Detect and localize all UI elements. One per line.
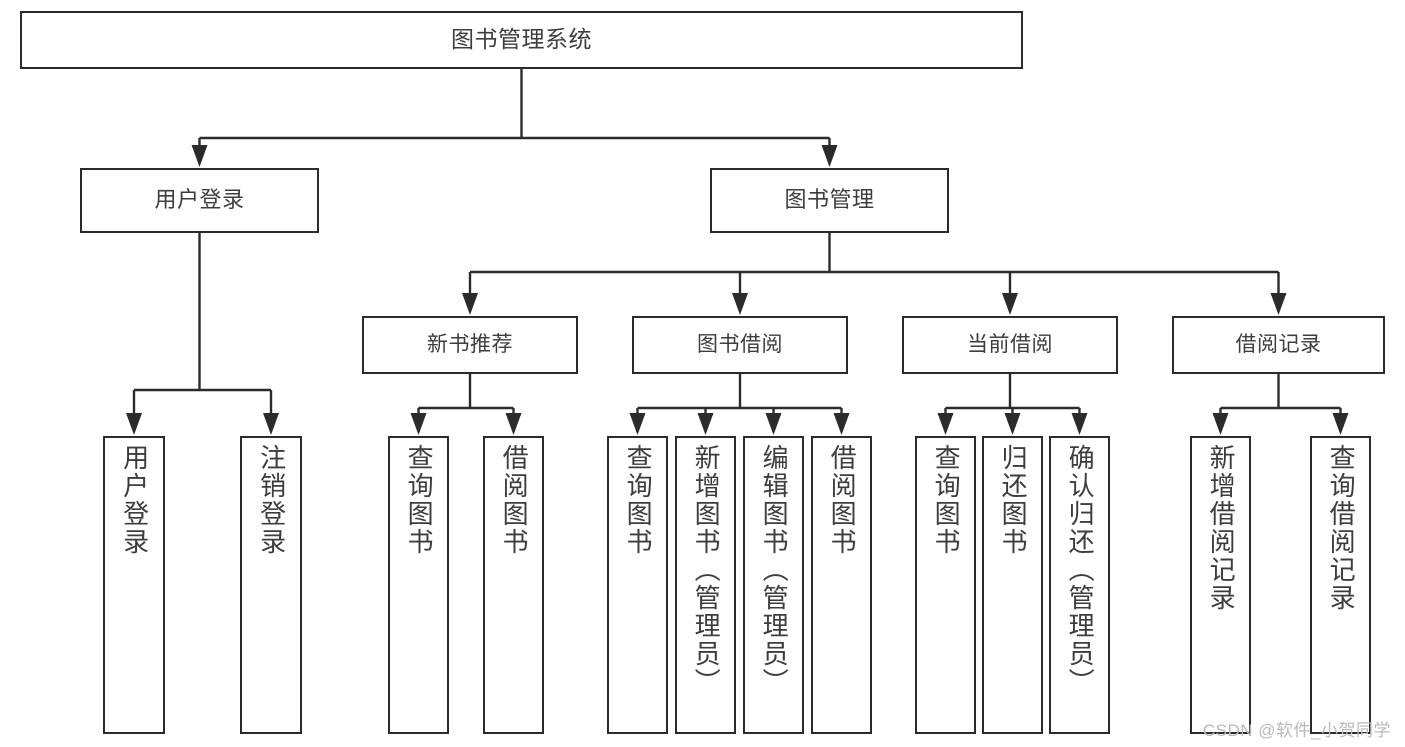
node-label-book-manage: 图书管理 — [784, 187, 875, 213]
node-leaf-edit-book[interactable]: 编辑图书（管理员） — [743, 436, 804, 734]
node-label-borrow-record: 借阅记录 — [1235, 333, 1322, 357]
arrow-head-icon — [505, 413, 522, 435]
node-label-user-login: 用户登录 — [154, 187, 245, 213]
arrow-head-icon — [1004, 413, 1021, 435]
node-label-leaf-add-book: 新增图书（管理员） — [691, 444, 722, 696]
node-label-leaf-query-borrow-record: 查询借阅记录 — [1326, 444, 1357, 612]
arrow-head-icon — [462, 293, 478, 315]
node-current-borrow[interactable]: 当前借阅 — [902, 316, 1118, 374]
node-label-leaf-confirm-return: 确认归还（管理员） — [1065, 444, 1096, 696]
node-new-book-recommend[interactable]: 新书推荐 — [362, 316, 578, 374]
node-leaf-logout[interactable]: 注销登录 — [240, 436, 302, 734]
node-borrow-record[interactable]: 借阅记录 — [1172, 316, 1385, 374]
arrow-head-icon — [765, 413, 782, 435]
arrow-head-icon — [697, 413, 714, 435]
node-label-book-borrow: 图书借阅 — [697, 333, 783, 357]
node-leaf-confirm-return[interactable]: 确认归还（管理员） — [1049, 436, 1110, 734]
node-leaf-query-book-recommend[interactable]: 查询图书 — [388, 436, 449, 734]
node-label-leaf-edit-book: 编辑图书（管理员） — [759, 444, 790, 696]
arrow-head-icon — [833, 413, 850, 435]
node-leaf-borrow-book-recommend[interactable]: 借阅图书 — [483, 436, 544, 734]
node-label-leaf-logout: 注销登录 — [256, 444, 287, 556]
node-leaf-borrow-book[interactable]: 借阅图书 — [811, 436, 872, 734]
arrow-head-icon — [263, 413, 279, 435]
arrow-head-icon — [732, 293, 748, 315]
node-leaf-query-book-current[interactable]: 查询图书 — [915, 436, 976, 734]
node-label-leaf-query-book-current: 查询图书 — [931, 444, 962, 556]
node-user-login[interactable]: 用户登录 — [80, 168, 319, 233]
node-label-leaf-return-book: 归还图书 — [998, 444, 1029, 556]
node-leaf-add-book[interactable]: 新增图书（管理员） — [675, 436, 736, 734]
arrow-head-icon — [821, 145, 838, 167]
arrow-head-icon — [629, 413, 646, 435]
arrow-head-icon — [1071, 413, 1088, 435]
node-leaf-query-borrow-record[interactable]: 查询借阅记录 — [1310, 436, 1371, 734]
node-label-leaf-borrow-book: 借阅图书 — [827, 444, 858, 556]
arrow-head-icon — [410, 413, 427, 435]
node-label-leaf-add-borrow-record: 新增借阅记录 — [1206, 444, 1237, 612]
node-root[interactable]: 图书管理系统 — [20, 11, 1023, 69]
arrow-head-icon — [1332, 413, 1349, 435]
arrow-head-icon — [1212, 413, 1229, 435]
arrow-head-icon — [1270, 293, 1287, 315]
csdn-watermark: CSDN @软件_小贺同学 — [1202, 721, 1391, 740]
node-label-leaf-borrow-book-recommend: 借阅图书 — [499, 444, 530, 556]
node-leaf-query-book-borrow[interactable]: 查询图书 — [607, 436, 668, 734]
node-leaf-add-borrow-record[interactable]: 新增借阅记录 — [1190, 436, 1251, 734]
node-label-new-book-recommend: 新书推荐 — [427, 333, 513, 357]
node-leaf-return-book[interactable]: 归还图书 — [982, 436, 1043, 734]
node-label-leaf-query-book-borrow: 查询图书 — [623, 444, 654, 556]
node-leaf-user-login[interactable]: 用户登录 — [103, 436, 165, 734]
node-label-leaf-query-book-recommend: 查询图书 — [404, 444, 435, 556]
node-book-manage[interactable]: 图书管理 — [710, 168, 949, 233]
node-label-current-borrow: 当前借阅 — [967, 333, 1053, 357]
node-book-borrow[interactable]: 图书借阅 — [632, 316, 848, 374]
node-label-leaf-user-login: 用户登录 — [119, 444, 150, 556]
arrow-head-icon — [937, 413, 954, 435]
node-label-root: 图书管理系统 — [451, 26, 592, 53]
arrow-head-icon — [1002, 293, 1018, 315]
arrow-head-icon — [191, 145, 208, 167]
arrow-head-icon — [126, 413, 142, 435]
